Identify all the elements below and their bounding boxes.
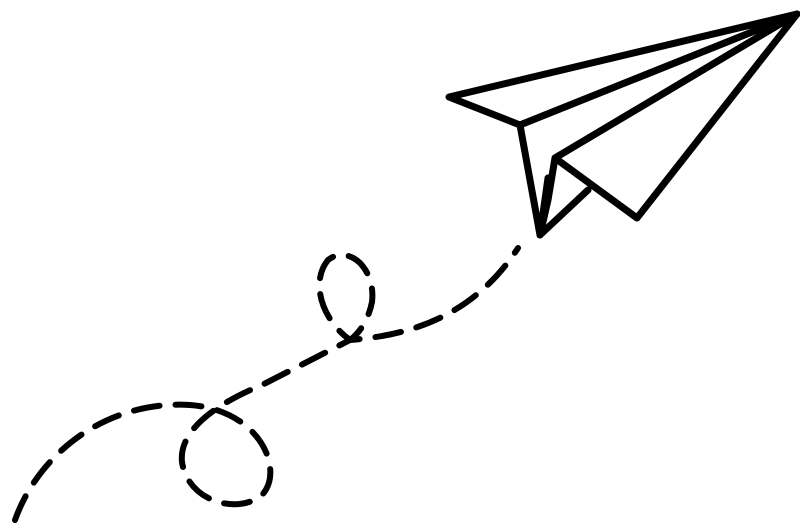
dashed-loop-trail [12,245,521,523]
airplane-right-wing [551,10,800,222]
paper-airplane-icon [445,10,800,239]
airplane-body-left [516,10,800,239]
airplane-fold [536,174,592,239]
